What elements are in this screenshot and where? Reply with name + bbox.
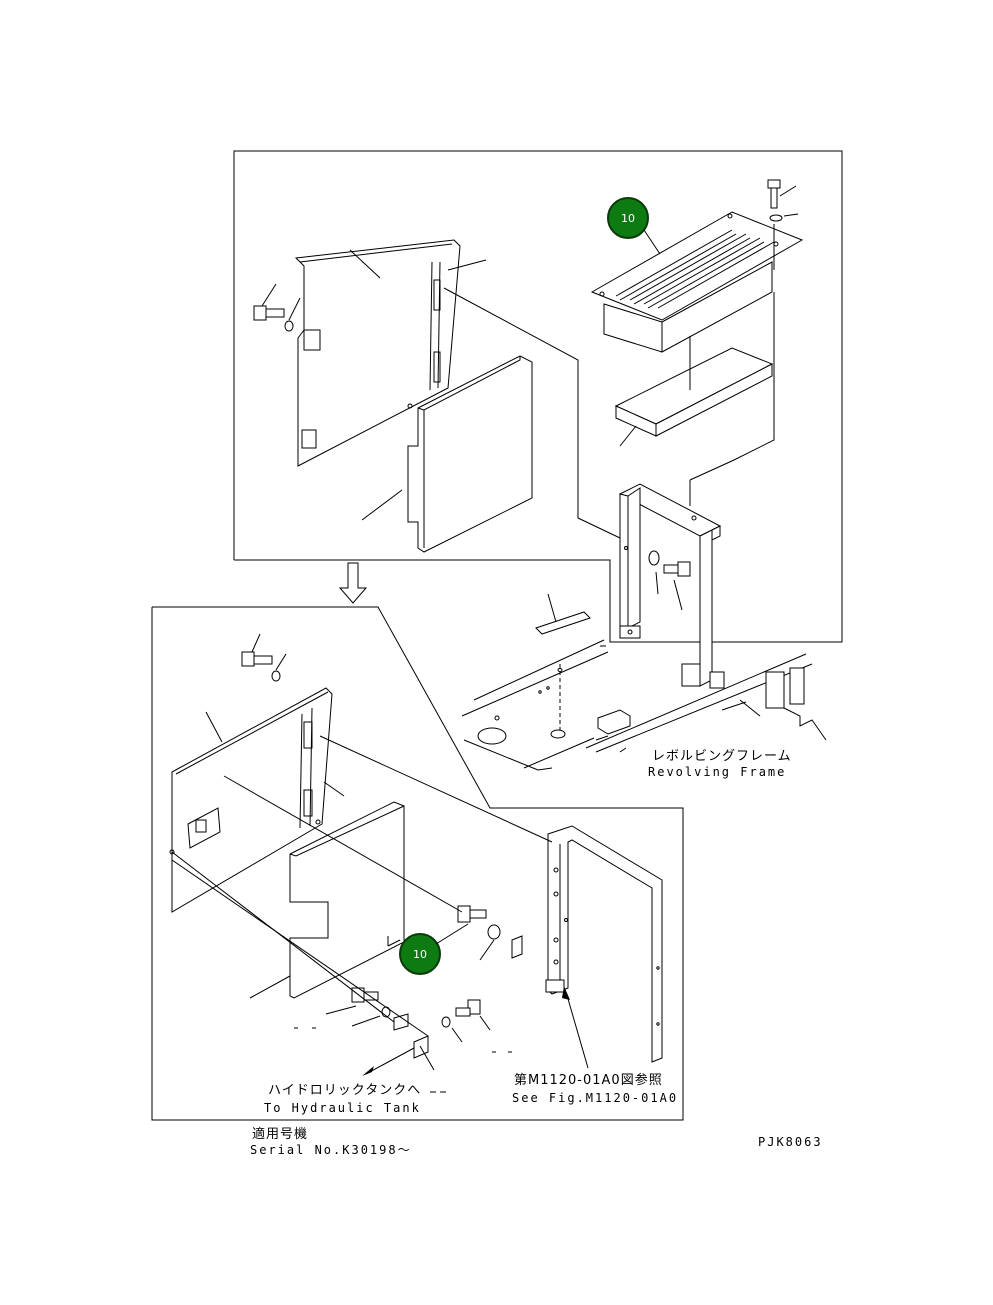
bolt-lower-middle [457, 905, 523, 961]
frame-tab [535, 593, 591, 635]
label-see-fig-en: See Fig.M1120-01A0 [512, 1091, 678, 1105]
svg-text:10: 10 [621, 212, 635, 225]
label-hydraulic-tank-en: To Hydraulic Tank [264, 1101, 421, 1115]
bolt-lower-right [413, 999, 491, 1059]
label-serial-jp: 適用号機 [252, 1126, 308, 1142]
support-bracket-lower [545, 825, 663, 1063]
label-serial-en: Serial No.K30198～ [250, 1143, 412, 1157]
down-arrow-icon [338, 562, 368, 604]
insulation-block-lower [289, 801, 405, 999]
drawing-number: PJK8063 [758, 1135, 823, 1149]
bolt-upper-left [253, 283, 301, 332]
upper-detail-frame [233, 150, 843, 643]
label-revolving-frame-en: Revolving Frame [648, 765, 786, 779]
callout-badge-top: 10 [607, 197, 661, 255]
grille-pad [614, 336, 774, 447]
label-revolving-frame-jp: レボルビングフレーム [652, 749, 792, 764]
arrow-see-fig [562, 986, 589, 1069]
insulation-block-upper [407, 355, 533, 553]
bolt-grille [767, 179, 799, 270]
support-bracket [618, 483, 722, 687]
callout-badge-bottom: 10 [399, 923, 469, 975]
grille-cover [590, 211, 804, 353]
label-hydraulic-tank-jp: ハイドロリックタンクへ [268, 1083, 421, 1098]
bolt-lower-top [241, 633, 287, 682]
arrow-to-hydraulic-tank [362, 1045, 435, 1076]
side-cover-plate-lower [169, 687, 333, 913]
lower-detail-frame [151, 606, 684, 1121]
svg-text:10: 10 [413, 948, 427, 961]
side-cover-plate-upper [294, 239, 461, 467]
bolt-bracket [648, 550, 691, 611]
label-see-fig-jp: 第M1120-01A0図参照 [514, 1072, 663, 1088]
revolving-frame [461, 639, 827, 771]
